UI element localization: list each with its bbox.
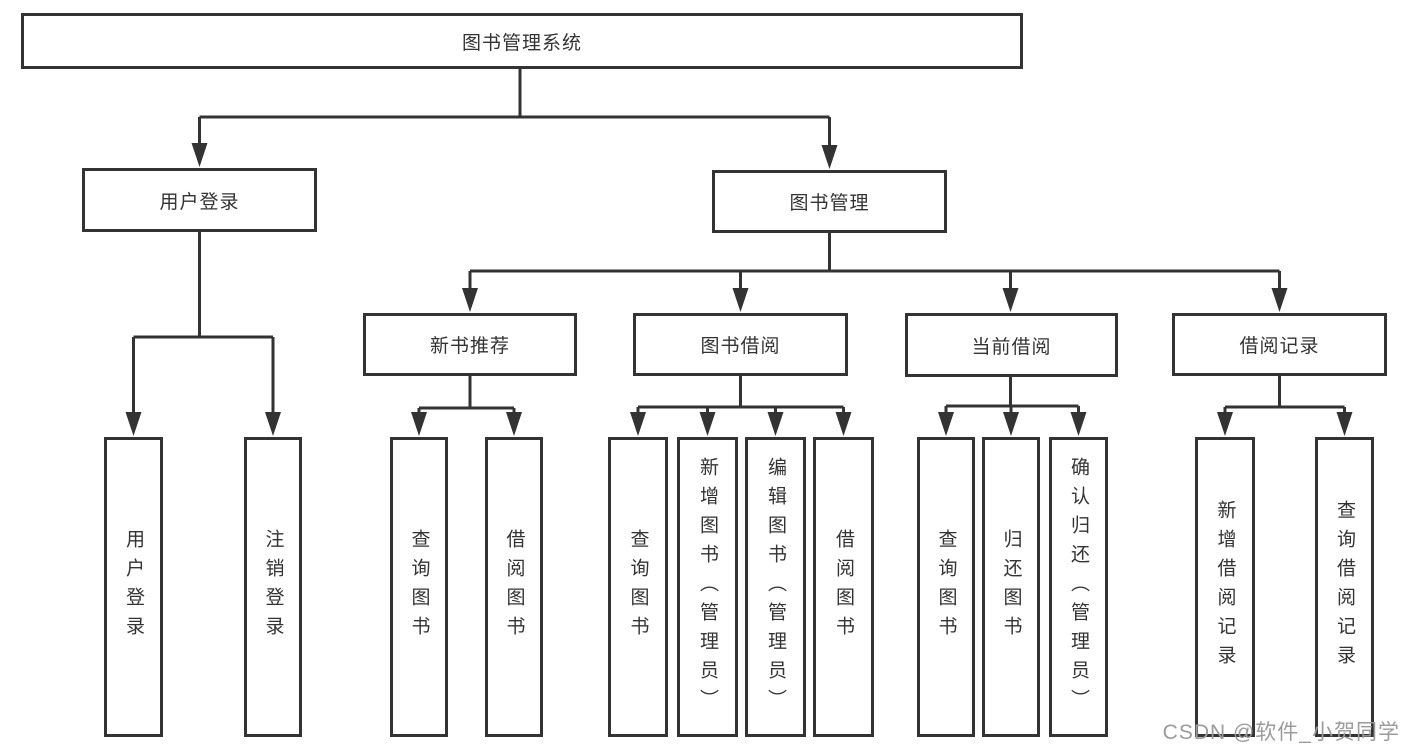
arrowhead bbox=[767, 412, 784, 436]
node-label: 新增图书（管理员） bbox=[697, 456, 718, 718]
arrowhead bbox=[732, 288, 749, 312]
node-user-login: 用户登录 bbox=[82, 168, 317, 232]
connector-current-borrow bbox=[944, 377, 1080, 417]
leaf-return-books: 归还图书 bbox=[982, 437, 1040, 737]
arrowhead bbox=[125, 412, 142, 436]
node-label: 新书推荐 bbox=[429, 336, 510, 357]
leaf-borrow-books-recommend: 借阅图书 bbox=[485, 437, 543, 737]
node-borrowing-records: 借阅记录 bbox=[1172, 313, 1387, 376]
leaf-query-books-recommend: 查询图书 bbox=[390, 437, 448, 737]
node-label: 新增借阅记录 bbox=[1214, 500, 1236, 674]
arrowhead bbox=[630, 412, 646, 436]
node-label: 借阅记录 bbox=[1239, 336, 1320, 357]
leaf-add-books-admin: 新增图书（管理员） bbox=[677, 437, 738, 737]
node-new-book-recommend: 新书推荐 bbox=[363, 313, 577, 376]
leaf-query-books-current: 查询图书 bbox=[917, 437, 975, 737]
connector-user-login bbox=[132, 232, 275, 417]
node-label: 注销登录 bbox=[262, 529, 284, 645]
arrowhead bbox=[699, 412, 716, 436]
leaf-confirm-return-admin: 确认归还（管理员） bbox=[1049, 437, 1108, 737]
node-root-system: 图书管理系统 bbox=[21, 13, 1023, 69]
leaf-user-login: 用户登录 bbox=[104, 437, 163, 737]
node-label: 当前借阅 bbox=[971, 336, 1052, 358]
arrowhead bbox=[821, 145, 838, 169]
arrowhead bbox=[506, 412, 522, 436]
node-book-borrowing: 图书借阅 bbox=[633, 313, 848, 376]
arrowhead bbox=[1070, 412, 1087, 436]
node-label: 归还图书 bbox=[1000, 529, 1022, 645]
leaf-add-borrow-record: 新增借阅记录 bbox=[1195, 437, 1255, 737]
connector-book-mgmt bbox=[468, 233, 1281, 293]
connector-book-borrow bbox=[636, 376, 845, 417]
arrowhead bbox=[1217, 412, 1233, 436]
node-label: 图书借阅 bbox=[700, 336, 781, 357]
node-label: 借阅图书 bbox=[833, 529, 854, 645]
arrowhead bbox=[1336, 412, 1353, 436]
connector-root bbox=[198, 69, 831, 150]
node-label: 查询图书 bbox=[408, 529, 430, 645]
arrowhead bbox=[191, 143, 208, 167]
arrowhead bbox=[462, 288, 478, 312]
node-book-management: 图书管理 bbox=[712, 170, 947, 233]
csdn-watermark: CSDN @软件_小贺同学 bbox=[1162, 721, 1400, 744]
node-label: 编辑图书（管理员） bbox=[765, 456, 786, 718]
leaf-logout: 注销登录 bbox=[244, 437, 302, 737]
node-label: 图书管理系统 bbox=[461, 32, 582, 54]
arrowhead bbox=[938, 412, 954, 436]
leaf-query-books-borrow: 查询图书 bbox=[608, 437, 668, 737]
node-label: 用户登录 bbox=[123, 529, 144, 645]
leaf-borrow-books: 借阅图书 bbox=[813, 437, 874, 737]
node-label: 查询图书 bbox=[627, 529, 649, 645]
connector-new-books bbox=[417, 376, 516, 417]
leaf-query-borrow-record: 查询借阅记录 bbox=[1315, 437, 1374, 737]
node-label: 确认归还（管理员） bbox=[1068, 456, 1089, 718]
arrowhead bbox=[411, 412, 427, 436]
node-label: 图书管理 bbox=[789, 193, 870, 214]
arrowhead bbox=[1271, 288, 1288, 312]
node-current-borrowing: 当前借阅 bbox=[905, 313, 1118, 377]
node-label: 查询图书 bbox=[935, 529, 957, 645]
node-label: 用户登录 bbox=[159, 191, 240, 213]
node-label: 借阅图书 bbox=[503, 529, 525, 645]
arrowhead bbox=[835, 412, 852, 436]
leaf-edit-books-admin: 编辑图书（管理员） bbox=[745, 437, 806, 737]
arrowhead bbox=[1003, 412, 1019, 436]
arrowhead bbox=[1002, 288, 1019, 312]
connector-borrow-records bbox=[1223, 376, 1346, 417]
arrowhead bbox=[265, 412, 281, 436]
node-label: 查询借阅记录 bbox=[1334, 500, 1355, 674]
